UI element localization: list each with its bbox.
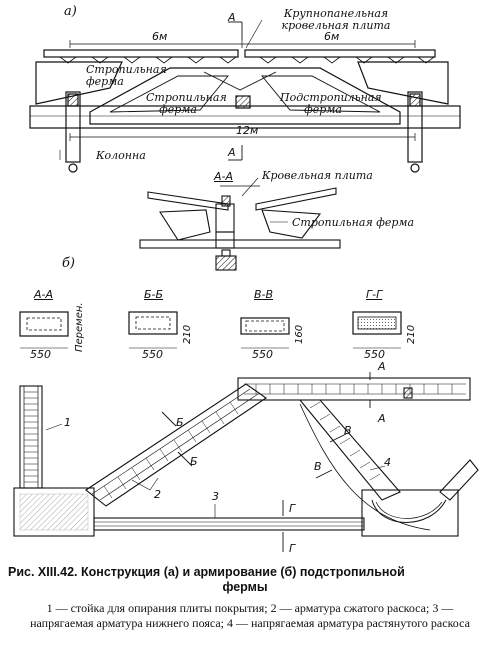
section-0-height: Перемен. — [74, 302, 85, 352]
panel-a-label: а) — [64, 4, 77, 19]
figure-caption-line1: Рис. XIII.42. Конструкция (а) и армирова… — [8, 565, 405, 579]
section-mark-a-bottom: А — [228, 146, 236, 159]
mark-g-top: Г — [289, 502, 296, 515]
span-12m: 12м — [236, 124, 259, 137]
mark-3: 3 — [212, 490, 219, 503]
mark-a-bottom: А — [378, 412, 386, 425]
column-label: Колонна — [96, 149, 146, 162]
section-aa-detail — [139, 177, 341, 271]
section-0-title: А-А — [34, 288, 54, 301]
section-3-title: Г-Г — [366, 288, 383, 301]
mark-b-top: Б — [176, 416, 184, 429]
bottom-chord — [93, 517, 365, 531]
compressed-diagonal — [85, 383, 267, 507]
figure-legend: 1 — стойка для опирания плиты покрытия; … — [30, 601, 470, 630]
reinforcement-elevation — [13, 372, 479, 552]
mark-v-bottom: В — [314, 460, 322, 473]
mark-b-bottom: Б — [190, 455, 198, 468]
panel-b-label: б) — [62, 256, 76, 271]
section-0-width: 550 — [30, 348, 51, 361]
elevation-view — [29, 19, 461, 173]
mark-v-top: В — [344, 424, 352, 437]
post-1 — [19, 385, 43, 489]
section-mark-a-top: А — [228, 11, 236, 24]
mark-4: 4 — [384, 456, 391, 469]
rafter-truss-right — [357, 61, 449, 105]
figure-caption: Рис. XIII.42. Конструкция (а) и армирова… — [8, 565, 482, 595]
mark-2: 2 — [154, 488, 161, 501]
section-2-title: В-В — [254, 288, 274, 301]
roof-plate-label: Крупнопанельная кровельная плита — [281, 7, 391, 32]
section-rafter-truss-label: Стропильная ферма — [292, 216, 415, 229]
column-right — [407, 91, 423, 163]
section-3-height: 210 — [406, 324, 417, 344]
sub-rafter-truss — [89, 67, 401, 125]
span-6m-right: 6м — [324, 30, 340, 43]
mark-1: 1 — [64, 416, 71, 429]
rafter-truss-left-label: Стропильная ферма — [86, 63, 167, 88]
rafter-truss-left — [35, 61, 123, 105]
center-support — [235, 95, 251, 109]
section-1-width: 550 — [142, 348, 163, 361]
cross-sections — [19, 311, 402, 349]
tensioned-diagonal — [298, 399, 401, 501]
section-roof-plate-label: Кровельная плита — [262, 169, 373, 182]
roof-plate-right — [244, 49, 436, 58]
column-left — [65, 91, 81, 163]
sub-rafter-truss-label: Подстропильная ферма — [280, 91, 382, 116]
mark-g-bottom: Г — [289, 542, 296, 555]
span-6m-left: 6м — [152, 30, 168, 43]
top-chord — [237, 377, 471, 401]
roof-plate-left — [43, 49, 239, 58]
rafter-truss-center-label: Стропильная ферма — [146, 91, 227, 116]
bottom-beam — [29, 105, 461, 129]
figure-caption-line2: фермы — [222, 580, 268, 594]
section-1-title: Б-Б — [144, 288, 164, 301]
section-3-width: 550 — [364, 348, 385, 361]
section-1-height: 210 — [182, 324, 193, 344]
section-aa-title: А-А — [214, 170, 234, 183]
section-2-height: 160 — [294, 324, 305, 344]
section-2-width: 550 — [252, 348, 273, 361]
mark-a-top: А — [378, 360, 386, 373]
